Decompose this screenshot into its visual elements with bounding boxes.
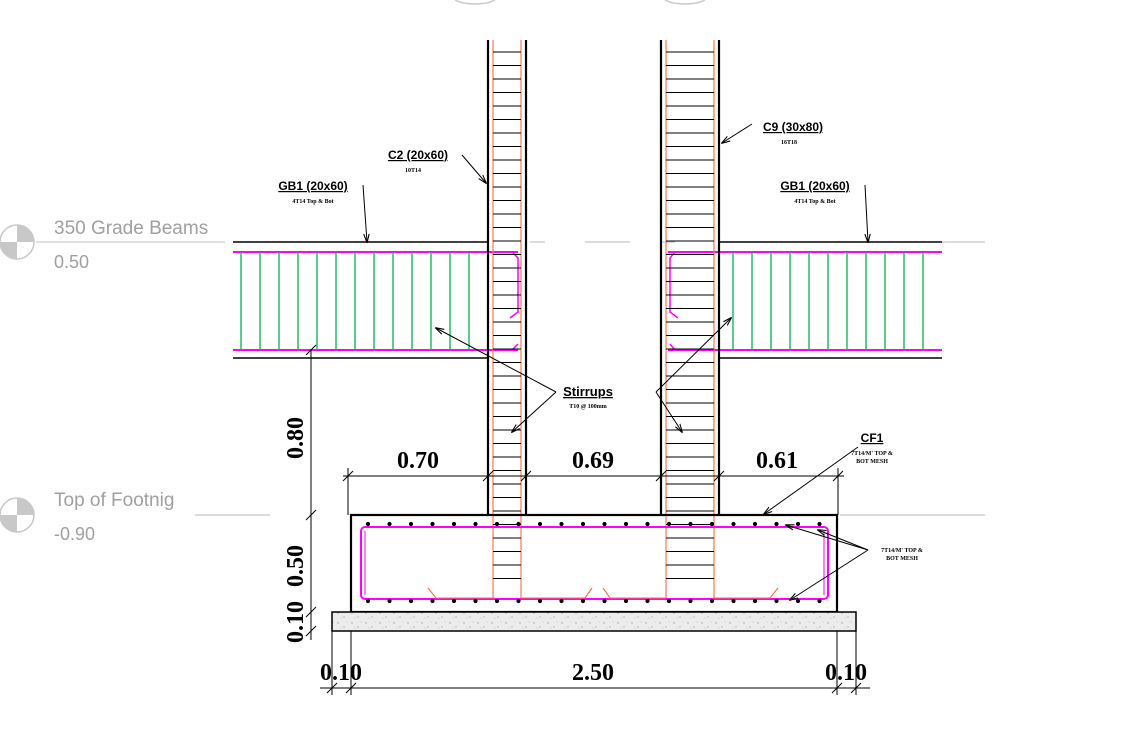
mesh-bar-dot <box>774 521 779 527</box>
grid-bubble-top-right <box>664 0 706 5</box>
grade-beam-right <box>668 241 942 359</box>
mesh-bar-dot <box>688 521 693 527</box>
mesh-bar-dot <box>408 598 414 604</box>
level-marker-top-of-footing <box>0 497 35 533</box>
dim-top-mid: 0.69 <box>572 448 614 474</box>
mesh-bar-dot <box>580 521 586 527</box>
leader-lines <box>362 123 868 600</box>
dimension-lines <box>305 344 870 695</box>
mesh-bar-dot <box>365 521 371 527</box>
column-c2 <box>486 40 528 598</box>
mesh-bar-dot <box>537 521 543 527</box>
mesh-bar-dot <box>774 598 779 604</box>
mesh-bar-dot <box>365 598 371 604</box>
mesh-bar-dot <box>666 598 672 604</box>
mesh-bar-dot <box>387 521 392 527</box>
level-value-top-of-footing: -0.90 <box>54 524 95 544</box>
mesh-bar-dot <box>645 521 650 527</box>
mesh-bar-dot <box>795 598 801 604</box>
mesh-bar-dot <box>387 598 392 604</box>
level-title-top-of-footing: Top of Footnig <box>54 490 174 511</box>
label-c2-spec: 10T14 <box>405 168 421 174</box>
label-c9-name: C9 (30x80) <box>763 120 823 134</box>
column-c9 <box>659 40 721 598</box>
label-gb1-right-name: GB1 (20x60) <box>780 179 849 193</box>
mesh-bar-dot <box>752 521 758 527</box>
label-stirrups-name: Stirrups <box>563 384 613 399</box>
label-gb1-left-spec: 4T14 Top & Bot <box>292 199 333 205</box>
mesh-bar-dot <box>709 598 715 604</box>
mesh-bar-dot <box>709 521 715 527</box>
label-gb1-left-name: GB1 (20x60) <box>278 179 347 193</box>
mesh-bar-dot <box>602 521 607 527</box>
label-mesh-line2: BOT MESH <box>886 556 918 562</box>
dim-vertical-footing: 0.50 <box>283 545 309 587</box>
mesh-bar-dot <box>559 521 564 527</box>
dim-bottom-mid: 2.50 <box>572 660 614 686</box>
label-cf1-spec-line1: 7T14/M' TOP & <box>851 451 893 457</box>
mesh-bar-dot <box>752 598 758 604</box>
mesh-bar-dot <box>645 598 650 604</box>
mesh-bar-dot <box>451 521 457 527</box>
mesh-bar-dot <box>623 521 629 527</box>
mesh-bar-dot <box>731 521 736 527</box>
mesh-bar-dot <box>537 598 543 604</box>
mesh-bar-dot <box>473 598 478 604</box>
mesh-bar-dot <box>430 598 435 604</box>
mesh-bar-dot <box>623 598 629 604</box>
mesh-bar-dot <box>580 598 586 604</box>
grid-bubble-top-left <box>454 0 496 5</box>
mesh-bar-dot <box>795 521 801 527</box>
level-value-grade-beams: 0.50 <box>54 252 89 272</box>
label-mesh-line1: 7T14/M' TOP & <box>881 548 923 554</box>
label-c9-spec: 16T18 <box>781 140 797 146</box>
dim-top-left: 0.70 <box>397 448 439 474</box>
dim-bottom-right: 0.10 <box>825 660 867 686</box>
mesh-bar-dot <box>494 598 500 604</box>
mesh-bar-dot <box>817 521 822 527</box>
blinding-concrete <box>331 611 857 632</box>
mesh-bar-dot <box>731 598 736 604</box>
dim-vertical-blinding: 0.10 <box>283 601 309 643</box>
mesh-bar-dot <box>516 521 521 527</box>
mesh-bar-dot <box>559 598 564 604</box>
mesh-bar-dot <box>408 521 414 527</box>
label-gb1-right-spec: 4T14 Top & Bot <box>794 199 835 205</box>
mesh-bar-dot <box>473 521 478 527</box>
dim-vertical-upper: 0.80 <box>283 417 309 459</box>
label-cf1-name: CF1 <box>861 431 884 445</box>
grade-beam-left <box>233 241 519 359</box>
mesh-bar-dot <box>688 598 693 604</box>
level-marker-grade-beams <box>0 224 225 260</box>
mesh-bar-dot <box>602 598 607 604</box>
mesh-bar-dot <box>430 521 435 527</box>
label-stirrups-spec: T10 @ 100mm <box>569 404 607 410</box>
mesh-bar-dot <box>516 598 521 604</box>
mesh-bar-dot <box>494 521 500 527</box>
mesh-bar-dot <box>451 598 457 604</box>
dim-bottom-left: 0.10 <box>320 660 362 686</box>
level-title-grade-beams: 350 Grade Beams <box>54 218 208 239</box>
label-cf1-spec-line2: BOT MESH <box>856 459 888 465</box>
label-c2-name: C2 (20x60) <box>388 148 448 162</box>
footing-cf1 <box>349 513 839 614</box>
mesh-bar-dot <box>666 521 672 527</box>
mesh-bar-dot <box>817 598 822 604</box>
dim-top-right: 0.61 <box>756 448 798 474</box>
